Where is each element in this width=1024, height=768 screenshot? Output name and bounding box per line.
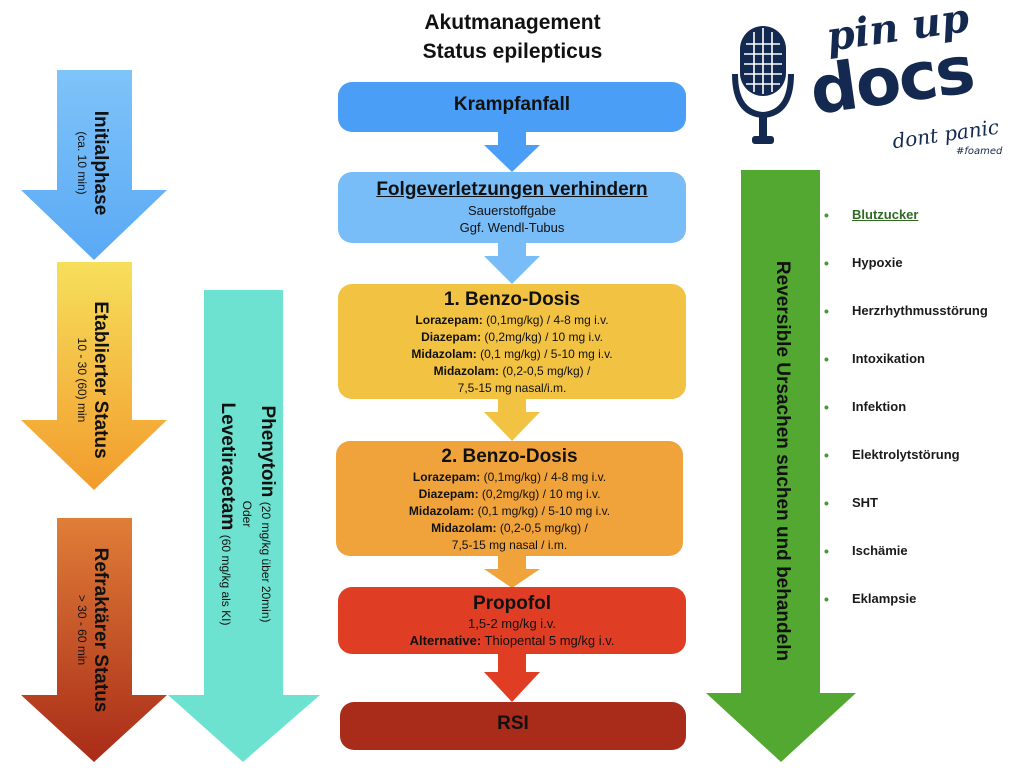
- benzo-2-line-5: 7,5-15 mg nasal / i.m.: [451, 538, 568, 552]
- benzo-1-line-5: 7,5-15 mg nasal/i.m.: [457, 381, 567, 395]
- initial-phase-name: Initialphase: [90, 110, 111, 216]
- cause-item-herzrhythmusstoerung: •Herzrhythmusstörung: [824, 303, 988, 319]
- step-propofol-alternative: Alternative: Thiopental 5 mg/kg i.v.: [409, 633, 615, 648]
- title-line-2: Status epilepticus: [422, 40, 603, 63]
- benzo-2-line-4: Midazolam: (0,2-0,5 mg/kg) /: [431, 521, 588, 535]
- phenytoin-line: Phenytoin (20 mg/kg über 20min): [254, 354, 279, 674]
- cause-item-sht: •SHT: [824, 495, 878, 511]
- benzo-2-line-3: Midazolam: (0,1 mg/kg) / 5-10 mg i.v.: [408, 504, 611, 518]
- step-propofol-dose: 1,5-2 mg/kg i.v.: [468, 616, 556, 631]
- second-line-arrow: [168, 290, 320, 762]
- established-phase-label: Etablierter Status 10 - 30 (60) min: [75, 290, 112, 470]
- cause-item-elektrolytstoerung: •Elektrolytstörung: [824, 447, 960, 463]
- reversible-causes-text: Reversible Ursachen suchen und behandeln: [772, 260, 793, 662]
- pin-up-docs-logo: pin up docs dont panic #foamed: [726, 0, 1016, 164]
- step-benzo-1-title: 1. Benzo-Dosis: [443, 289, 581, 310]
- initial-phase-label: Initialphase (ca. 10 min): [75, 98, 112, 228]
- step-benzo-2-title: 2. Benzo-Dosis: [441, 446, 578, 467]
- benzo-2-line-1: Lorazepam: (0,1mg/kg) / 4-8 mg i.v.: [412, 470, 607, 484]
- step-seizure: Krampfanfall: [338, 82, 686, 132]
- step-prevent-injuries-line-2: Ggf. Wendl-Tubus: [459, 220, 565, 235]
- microphone-icon: [732, 26, 794, 144]
- refractory-phase-label: Refraktärer Status > 30 - 60 min: [75, 540, 112, 720]
- cause-item-blutzucker: •Blutzucker: [824, 207, 919, 223]
- reversible-causes-label: Reversible Ursachen suchen und behandeln: [768, 241, 794, 681]
- connector-2: [484, 243, 540, 284]
- step-prevent-injuries-line-1: Sauerstoffgabe: [468, 203, 556, 218]
- cause-item-eklampsie: •Eklampsie: [824, 591, 917, 607]
- established-phase-name: Etablierter Status: [90, 301, 111, 459]
- cause-item-hypoxie: •Hypoxie: [824, 255, 903, 271]
- phenytoin-dose: (20 mg/kg über 20min): [259, 501, 273, 623]
- benzo-1-line-2: Diazepam: (0,2mg/kg) / 10 mg i.v.: [421, 330, 603, 344]
- established-phase-time: 10 - 30 (60) min: [75, 337, 89, 423]
- levetiracetam-line: Levetiracetam (60 mg/kg als KI): [214, 354, 239, 674]
- established-phase-arrow: [21, 262, 167, 490]
- initial-phase-arrow: [21, 70, 167, 260]
- title-line-1: Akutmanagement: [424, 11, 601, 34]
- step-rsi-title: RSI: [497, 713, 529, 734]
- step-prevent-injuries-title: Folgeverletzungen verhindern: [376, 179, 648, 200]
- page-title: Akutmanagement Status epilepticus: [360, 8, 665, 66]
- phenytoin-name: Phenytoin: [257, 405, 278, 498]
- benzo-1-line-3: Midazolam: (0,1 mg/kg) / 5-10 mg i.v.: [411, 347, 613, 361]
- refractory-phase-time: > 30 - 60 min: [75, 594, 89, 666]
- step-rsi: RSI: [340, 702, 686, 750]
- cause-item-intoxikation: •Intoxikation: [824, 351, 925, 367]
- or-label: Oder: [240, 500, 254, 528]
- cause-item-infektion: •Infektion: [824, 399, 907, 415]
- benzo-1-line-1: Lorazepam: (0,1mg/kg) / 4-8 mg i.v.: [415, 313, 609, 327]
- step-seizure-title: Krampfanfall: [453, 94, 571, 115]
- second-line-label: Phenytoin (20 mg/kg über 20min) Oder Lev…: [207, 354, 279, 674]
- step-propofol-title: Propofol: [472, 593, 552, 614]
- initial-phase-time: (ca. 10 min): [75, 131, 89, 195]
- connector-3: [484, 399, 540, 441]
- step-prevent-injuries: Folgeverletzungen verhindern Sauerstoffg…: [338, 172, 686, 243]
- connector-4: [484, 556, 540, 588]
- step-benzo-1: 1. Benzo-Dosis Lorazepam: (0,1mg/kg) / 4…: [338, 284, 686, 399]
- cause-item-ischaemie: •Ischämie: [824, 543, 908, 559]
- reversible-causes-arrow: [706, 170, 856, 762]
- refractory-phase-arrow: [21, 518, 167, 762]
- levetiracetam-dose: (60 mg/kg als KI): [219, 534, 233, 626]
- levetiracetam-name: Levetiracetam: [217, 402, 238, 531]
- causes-list: •Blutzucker •Hypoxie •Herzrhythmusstörun…: [824, 198, 988, 630]
- step-propofol: Propofol 1,5-2 mg/kg i.v. Alternative: T…: [338, 587, 686, 654]
- refractory-phase-name: Refraktärer Status: [90, 547, 111, 713]
- connector-5: [484, 654, 540, 702]
- benzo-2-line-2: Diazepam: (0,2mg/kg) / 10 mg i.v.: [418, 487, 601, 501]
- connector-1: [484, 132, 540, 172]
- benzo-1-line-4: Midazolam: (0,2-0,5 mg/kg) /: [433, 364, 591, 378]
- logo-tag: #foamed: [956, 146, 1003, 157]
- step-benzo-2: 2. Benzo-Dosis Lorazepam: (0,1mg/kg) / 4…: [336, 441, 683, 556]
